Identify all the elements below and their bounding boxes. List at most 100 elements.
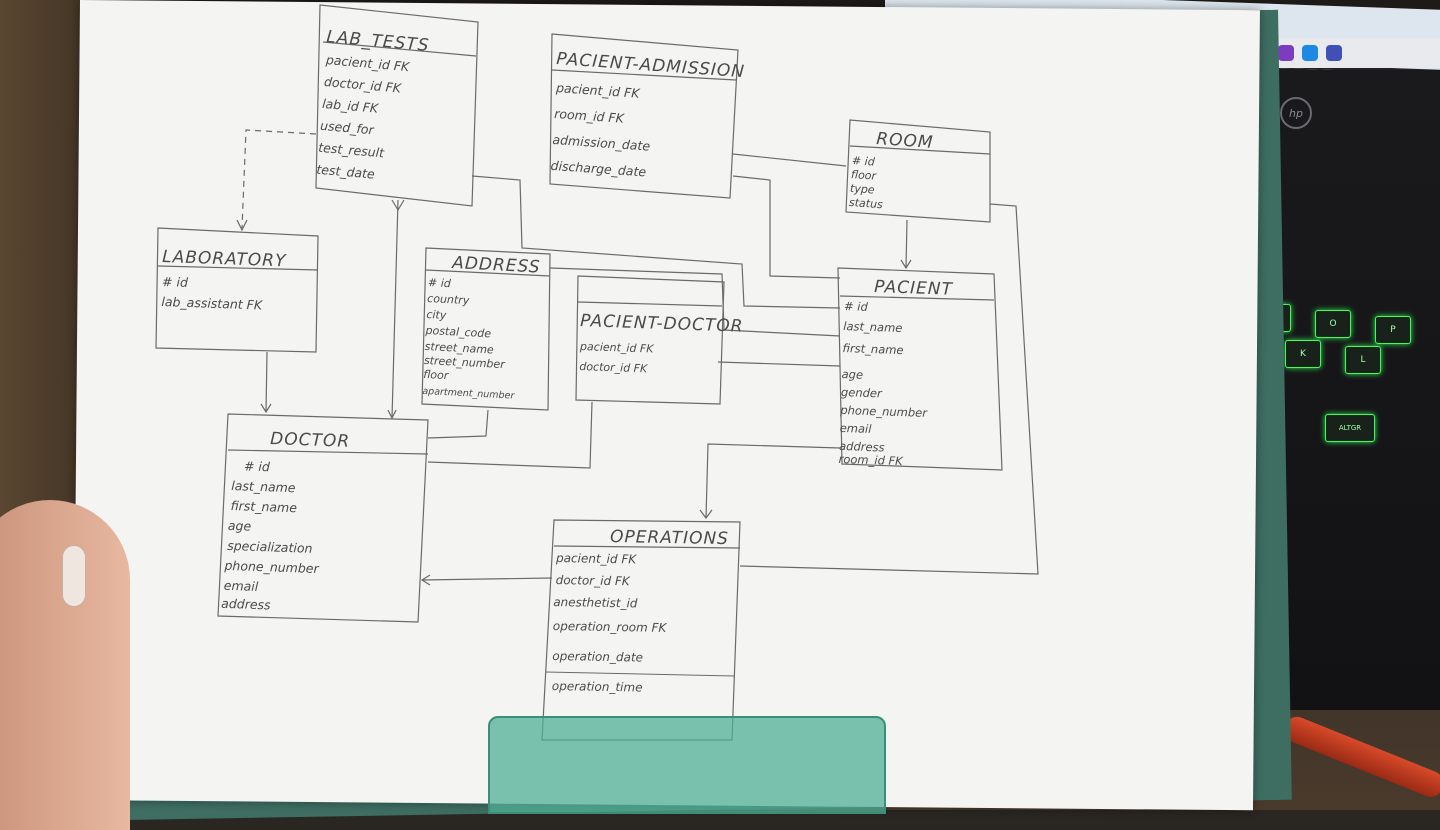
arrow-icon (260, 403, 272, 414)
pacient-doctor-title: PACIENT-DOCTOR (580, 311, 744, 337)
pacient-title: PACIENT (874, 277, 954, 300)
vscode-icon (1302, 45, 1318, 61)
field: gender (841, 385, 884, 400)
lab-tests-title: LAB_TESTS (326, 27, 431, 56)
entity-box-pacient (837, 267, 1003, 471)
field: email (839, 421, 872, 436)
field: lab_assistant FK (161, 294, 264, 313)
laboratory-fields: # id lab_assistant FK (161, 274, 264, 313)
field: room_id FK (838, 452, 904, 468)
field: operation_time (552, 679, 643, 695)
field: lab_id FK (322, 96, 381, 116)
field: first_name (230, 498, 297, 515)
field: phone_number (839, 403, 928, 420)
operations-fields: pacient_id FK doctor_id FK anesthetist_i… (552, 551, 668, 695)
laptop-logo: hp (1280, 97, 1312, 129)
pacient-doctor-fields: pacient_id FK doctor_id FK (579, 340, 655, 375)
room-title: ROOM (876, 129, 935, 153)
field: floor (423, 368, 450, 382)
keyboard-key: O (1315, 310, 1351, 338)
field: doctor_id FK (579, 360, 648, 375)
operations-title: OPERATIONS (610, 527, 729, 549)
field: floor (851, 168, 878, 183)
field: anesthetist_id (553, 595, 638, 610)
field: last_name (843, 319, 903, 335)
entity-box-room (845, 119, 991, 223)
keyboard-key: L (1345, 346, 1381, 374)
entity-box-doctor (217, 413, 429, 623)
field: pacient_id FK (555, 80, 642, 101)
connector-labtests-pacient (471, 175, 841, 309)
field: type (850, 182, 876, 197)
connector-labtests-doctor (391, 199, 399, 419)
connector-pacientdoctor-doctor (427, 401, 593, 469)
header-divider (839, 295, 995, 301)
field: street_number (424, 354, 507, 371)
connector-pacientdoctor-pacient (717, 361, 841, 367)
field: # id (844, 299, 869, 314)
connector-room-pacient (905, 219, 908, 269)
keyboard-key: P (1375, 316, 1411, 344)
laboratory-title: LABORATORY (162, 247, 288, 271)
field: apartment_number (422, 386, 516, 402)
field: operation_date (552, 649, 643, 665)
lab-tests-fields: pacient_id FK doctor_id FK lab_id FK use… (316, 52, 412, 182)
field: status (849, 196, 884, 211)
entity-box-pacient-doctor (575, 275, 725, 405)
operations-divider (545, 671, 735, 677)
doctor-fields: # id last_name first_name age specializa… (221, 458, 320, 613)
field: pacient_id FK (555, 551, 637, 566)
connector-laboratory-doctor (265, 351, 268, 413)
field: doctor_id FK (556, 573, 631, 588)
address-fields: # id country city postal_code street_nam… (422, 276, 516, 402)
field: test_result (318, 140, 386, 161)
field: first_name (842, 341, 903, 357)
er-diagram: LAB_TESTS PACIENT-ADMISSION ROOM LABORAT… (155, 4, 1039, 741)
header-divider (322, 41, 477, 57)
field: operation_room FK (553, 619, 668, 635)
field: last_name (231, 478, 296, 495)
field: # id (852, 154, 877, 169)
header-divider (849, 145, 991, 155)
entity-box-lab-tests (315, 4, 479, 207)
entity-box-address (421, 247, 551, 411)
entity-box-laboratory (155, 227, 319, 353)
thumbnail (62, 545, 86, 607)
connector-admission-pacient (732, 175, 841, 279)
address-title: ADDRESS (451, 253, 541, 278)
connector-operations-pacient (705, 443, 841, 519)
field: specialization (227, 538, 313, 556)
arrow-icon (387, 409, 397, 420)
field: email (224, 578, 260, 594)
field: used_for (320, 118, 375, 138)
field: pacient_id FK (579, 340, 655, 356)
header-divider (553, 545, 741, 549)
connector-admission-room (732, 153, 847, 167)
field: city (426, 308, 447, 322)
field: # id (162, 274, 188, 290)
app-icon (1326, 45, 1342, 61)
field: address (221, 596, 271, 613)
crowfoot-icon (900, 259, 912, 270)
field: test_date (316, 162, 376, 182)
visual-studio-icon (1278, 45, 1294, 61)
doctor-title: DOCTOR (270, 429, 351, 452)
arrow-icon (236, 219, 248, 232)
field: # id (244, 458, 270, 474)
connector-labtests-laboratory (241, 129, 317, 229)
field: street_name (424, 340, 494, 357)
pacient-fields: # id last_name first_name age gender pho… (838, 299, 928, 468)
header-divider (577, 301, 723, 307)
field: postal_code (424, 324, 491, 340)
field: country (427, 292, 470, 307)
field: room_id FK (554, 106, 626, 126)
connector-address-doctor (427, 409, 489, 439)
field: # id (428, 276, 452, 290)
field: discharge_date (550, 158, 647, 180)
connector-operations-doctor (421, 577, 553, 581)
keyboard-key: K (1285, 340, 1321, 368)
crowfoot-icon (699, 509, 713, 519)
field: address (839, 439, 885, 455)
field: phone_number (223, 558, 319, 576)
